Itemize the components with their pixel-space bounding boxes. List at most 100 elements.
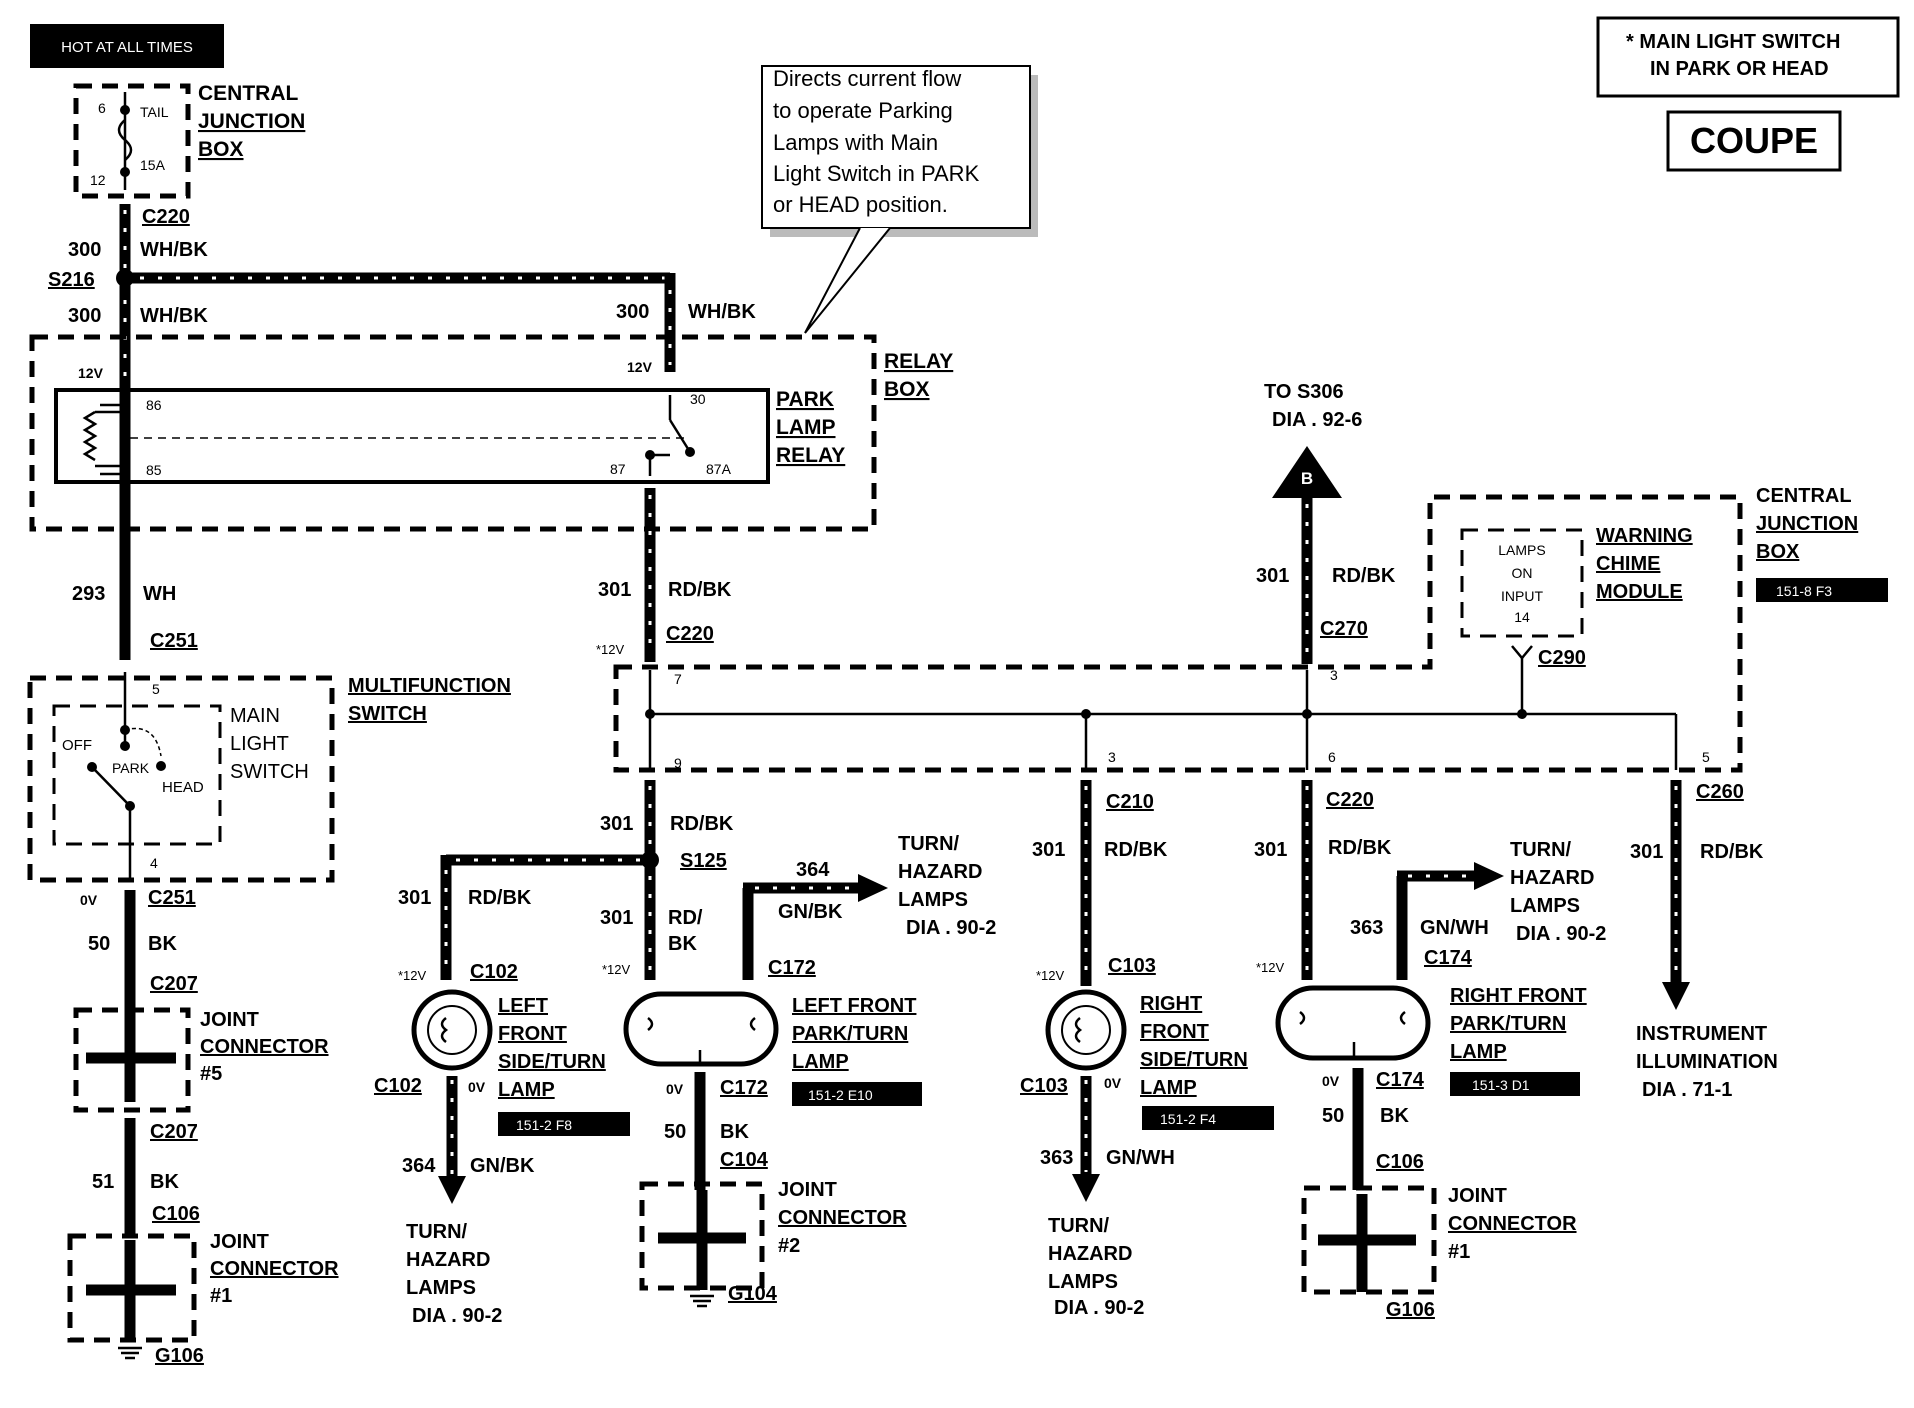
cjb-right-ref-box <box>1756 578 1888 602</box>
circuit-300-a: 300 <box>68 239 101 261</box>
lf-side-label-4: LAMP <box>498 1079 555 1101</box>
switch-off: OFF <box>62 737 92 754</box>
rf-park-label-1: RIGHT FRONT <box>1450 985 1587 1007</box>
arrow-turn-4-icon <box>1474 862 1504 890</box>
rf-side-label-4: LAMP <box>1140 1077 1197 1099</box>
joint1a-label-2: CONNECTOR <box>210 1258 339 1280</box>
joint5-label-1: JOINT <box>200 1009 259 1031</box>
lf-park-label-2: PARK/TURN <box>792 1023 908 1045</box>
conn-c102-b: C102 <box>374 1075 422 1097</box>
rf-park-bulb-icon <box>1299 1011 1406 1025</box>
callout-text-5: or HEAD position. <box>773 192 948 217</box>
chime-input-4: 14 <box>1514 609 1530 625</box>
cjb-right-label-3: BOX <box>1756 541 1800 563</box>
rf-side-turn-lamp <box>1045 989 1127 1071</box>
switch-pin-4: 4 <box>150 855 158 871</box>
relay-box <box>29 334 877 532</box>
joint2-label-1: JOINT <box>778 1179 837 1201</box>
rf-park-label-3: LAMP <box>1450 1041 1507 1063</box>
multi-switch-label-1: MULTIFUNCTION <box>348 675 511 697</box>
chime-label-3: MODULE <box>1596 581 1683 603</box>
circuit-363-b: 363 <box>1350 917 1383 939</box>
turn1-label-3: LAMPS <box>898 889 968 911</box>
rf-side-label-1: RIGHT <box>1140 993 1202 1015</box>
switch-head: HEAD <box>162 779 204 796</box>
fuse-pin-6: 6 <box>98 100 106 116</box>
conn-c172-b: C172 <box>720 1077 768 1099</box>
chime-label-2: CHIME <box>1596 553 1660 575</box>
relay-pin-30: 30 <box>690 391 706 407</box>
voltage-12v-c220: *12V <box>596 642 625 657</box>
switch-park-contact <box>120 741 130 751</box>
callout-pointer <box>804 227 891 334</box>
conn-c251-a: C251 <box>150 630 198 652</box>
multifunction-switch-box <box>27 675 335 883</box>
joint-connector-5 <box>73 1007 191 1113</box>
wire-color-rdbk-relay: RD/BK <box>668 579 732 601</box>
circuit-50-b: 50 <box>664 1121 686 1143</box>
cjb-top-label-1: CENTRAL <box>198 82 298 105</box>
chime-label-1: WARNING <box>1596 525 1693 547</box>
splice-s216-label: S216 <box>48 269 95 291</box>
splice-s125-label: S125 <box>680 850 727 872</box>
pin-3-a: 3 <box>1108 749 1116 765</box>
ground-icon <box>118 1346 142 1360</box>
circuit-363-a: 363 <box>1040 1147 1073 1169</box>
switch-head-contact <box>156 761 166 771</box>
conn-c220-a: C220 <box>142 206 190 228</box>
relay-coil-icon <box>82 410 98 462</box>
joint1b-label-1: JOINT <box>1448 1185 1507 1207</box>
circuit-300-c: 300 <box>616 301 649 323</box>
circuit-301-lfs: 301 <box>398 887 431 909</box>
warning-chime-module <box>1460 528 1584 638</box>
lf-side-label-2: FRONT <box>498 1023 567 1045</box>
pin-5: 5 <box>1702 749 1710 765</box>
turn4-label-2: HAZARD <box>1510 867 1594 889</box>
arrow-b-icon <box>1272 446 1342 498</box>
instr-label-3: DIA . 71-1 <box>1642 1079 1732 1101</box>
pin-3-b: 3 <box>1330 667 1338 683</box>
fuse-rating: 15A <box>140 157 166 173</box>
cjb-top-label-2: JUNCTION <box>198 110 305 133</box>
fuse-pin-12: 12 <box>90 172 106 188</box>
switch-park: PARK <box>112 760 150 776</box>
wire-color-gnbk-a: GN/BK <box>778 901 843 923</box>
lf-park-ref: 151-2 E10 <box>808 1087 873 1103</box>
rf-park-label-2: PARK/TURN <box>1450 1013 1566 1035</box>
joint1b-label-3: #1 <box>1448 1241 1470 1263</box>
relay-pin-87a: 87A <box>706 461 732 477</box>
circuit-301-rfs: 301 <box>1032 839 1065 861</box>
wire-color-rdbk-rfp: RD/BK <box>1328 837 1392 859</box>
voltage-0v-c103: 0V <box>1104 1075 1122 1091</box>
to-s306-label-1: TO S306 <box>1264 381 1344 403</box>
turn3-label-4: DIA . 90-2 <box>1054 1297 1144 1319</box>
instr-label-1: INSTRUMENT <box>1636 1023 1767 1045</box>
conn-c270: C270 <box>1320 618 1368 640</box>
main-switch-label-3: SWITCH <box>230 761 309 783</box>
conn-c290: C290 <box>1538 647 1586 669</box>
voltage-0v-c172: 0V <box>666 1081 684 1097</box>
circuit-301-s125: 301 <box>600 813 633 835</box>
turn3-label-2: HAZARD <box>1048 1243 1132 1265</box>
circuit-50-c: 50 <box>1322 1105 1344 1127</box>
arrow-turn-1-icon <box>858 874 888 902</box>
variant-box <box>1666 110 1842 172</box>
relay-label-1: PARK <box>776 388 834 411</box>
wire-color-bk-lfp: BK <box>668 933 697 955</box>
circuit-300-b: 300 <box>68 305 101 327</box>
turn2-label-3: LAMPS <box>406 1277 476 1299</box>
joint-connector-2 <box>639 1181 765 1291</box>
wire-color-gnwh-b: GN/WH <box>1420 917 1489 939</box>
ground-g104: G104 <box>728 1283 778 1305</box>
main-switch-label-2: LIGHT <box>230 733 289 755</box>
conn-c106-b: C106 <box>1376 1151 1424 1173</box>
conn-c220-c: C220 <box>1326 789 1374 811</box>
voltage-12v-c220c: *12V <box>1256 960 1285 975</box>
relay-box-label-2: BOX <box>884 378 930 401</box>
voltage-0v-c102: 0V <box>468 1079 486 1095</box>
relay-pin-86: 86 <box>146 397 162 413</box>
callout-box <box>761 65 1031 229</box>
arrow-instr-icon <box>1662 982 1690 1010</box>
joint1b-label-2: CONNECTOR <box>1448 1213 1577 1235</box>
